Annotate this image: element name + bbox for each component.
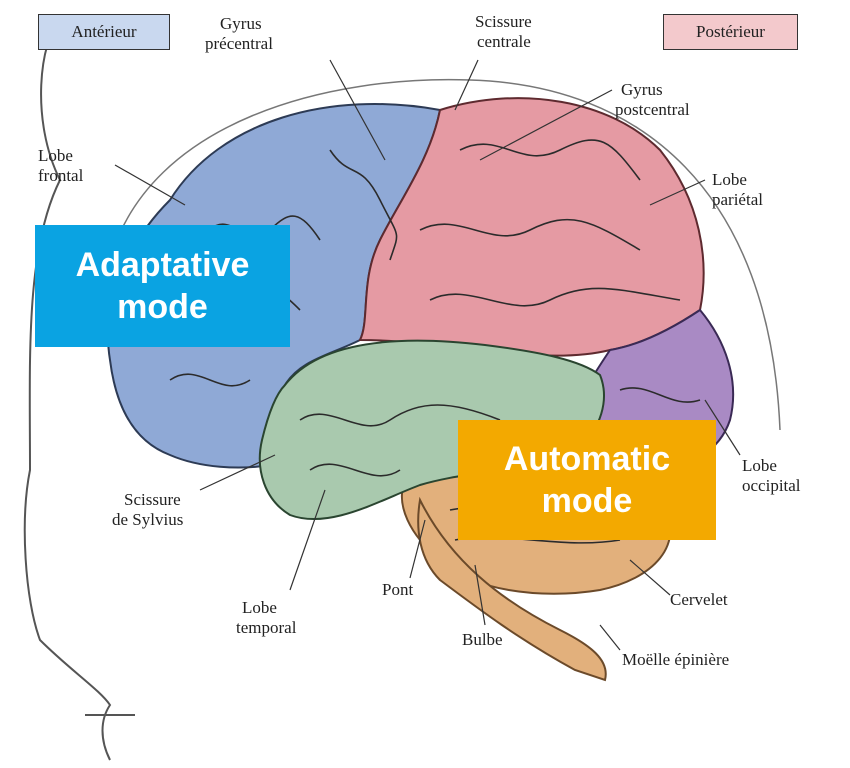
automatic-mode-box: Automatic mode [458,420,716,540]
head-outline [25,20,110,760]
label-lobe-temporal-line1: Lobe [236,598,356,618]
adaptative-mode-box: Adaptative mode [35,225,290,347]
automatic-mode-line1: Automatic [458,438,716,480]
label-scissure-centrale: Scissure centrale [465,12,575,52]
label-scissure-sylvius: Scissure de Sylvius [112,490,242,530]
label-pont: Pont [382,580,413,600]
automatic-mode-line2: mode [458,480,716,522]
label-lobe-occipital-line1: Lobe [742,456,842,476]
label-gyrus-precentral: Gyrus précentral [205,14,335,54]
posterieur-box: Postérieur [663,14,798,50]
adaptative-mode-line1: Adaptative [35,244,290,286]
label-gyrus-precentral-line1: Gyrus [205,14,335,34]
label-scissure-sylvius-line2: de Sylvius [112,510,242,530]
label-bulbe: Bulbe [462,630,503,650]
label-lobe-temporal: Lobe temporal [236,598,356,638]
label-moelle-epiniere: Moëlle épinière [622,650,729,670]
label-lobe-occipital: Lobe occipital [742,456,842,496]
label-lobe-frontal-line1: Lobe [38,146,128,166]
label-lobe-occipital-line2: occipital [742,476,842,496]
label-gyrus-precentral-line2: précentral [205,34,335,54]
label-scissure-centrale-line1: Scissure [465,12,575,32]
anterieur-box: Antérieur [38,14,170,50]
label-lobe-frontal: Lobe frontal [38,146,128,186]
label-cervelet: Cervelet [670,590,728,610]
label-scissure-sylvius-line1: Scissure [112,490,242,510]
label-scissure-centrale-line2: centrale [465,32,575,52]
label-gyrus-postcentral-line2: postcentral [615,100,745,120]
label-gyrus-postcentral: Gyrus postcentral [615,80,745,120]
label-gyrus-postcentral-line1: Gyrus [615,80,745,100]
label-lobe-parietal-line1: Lobe [712,170,802,190]
label-lobe-frontal-line2: frontal [38,166,128,186]
label-lobe-parietal: Lobe pariétal [712,170,802,210]
label-lobe-parietal-line2: pariétal [712,190,802,210]
adaptative-mode-line2: mode [35,286,290,328]
label-lobe-temporal-line2: temporal [236,618,356,638]
